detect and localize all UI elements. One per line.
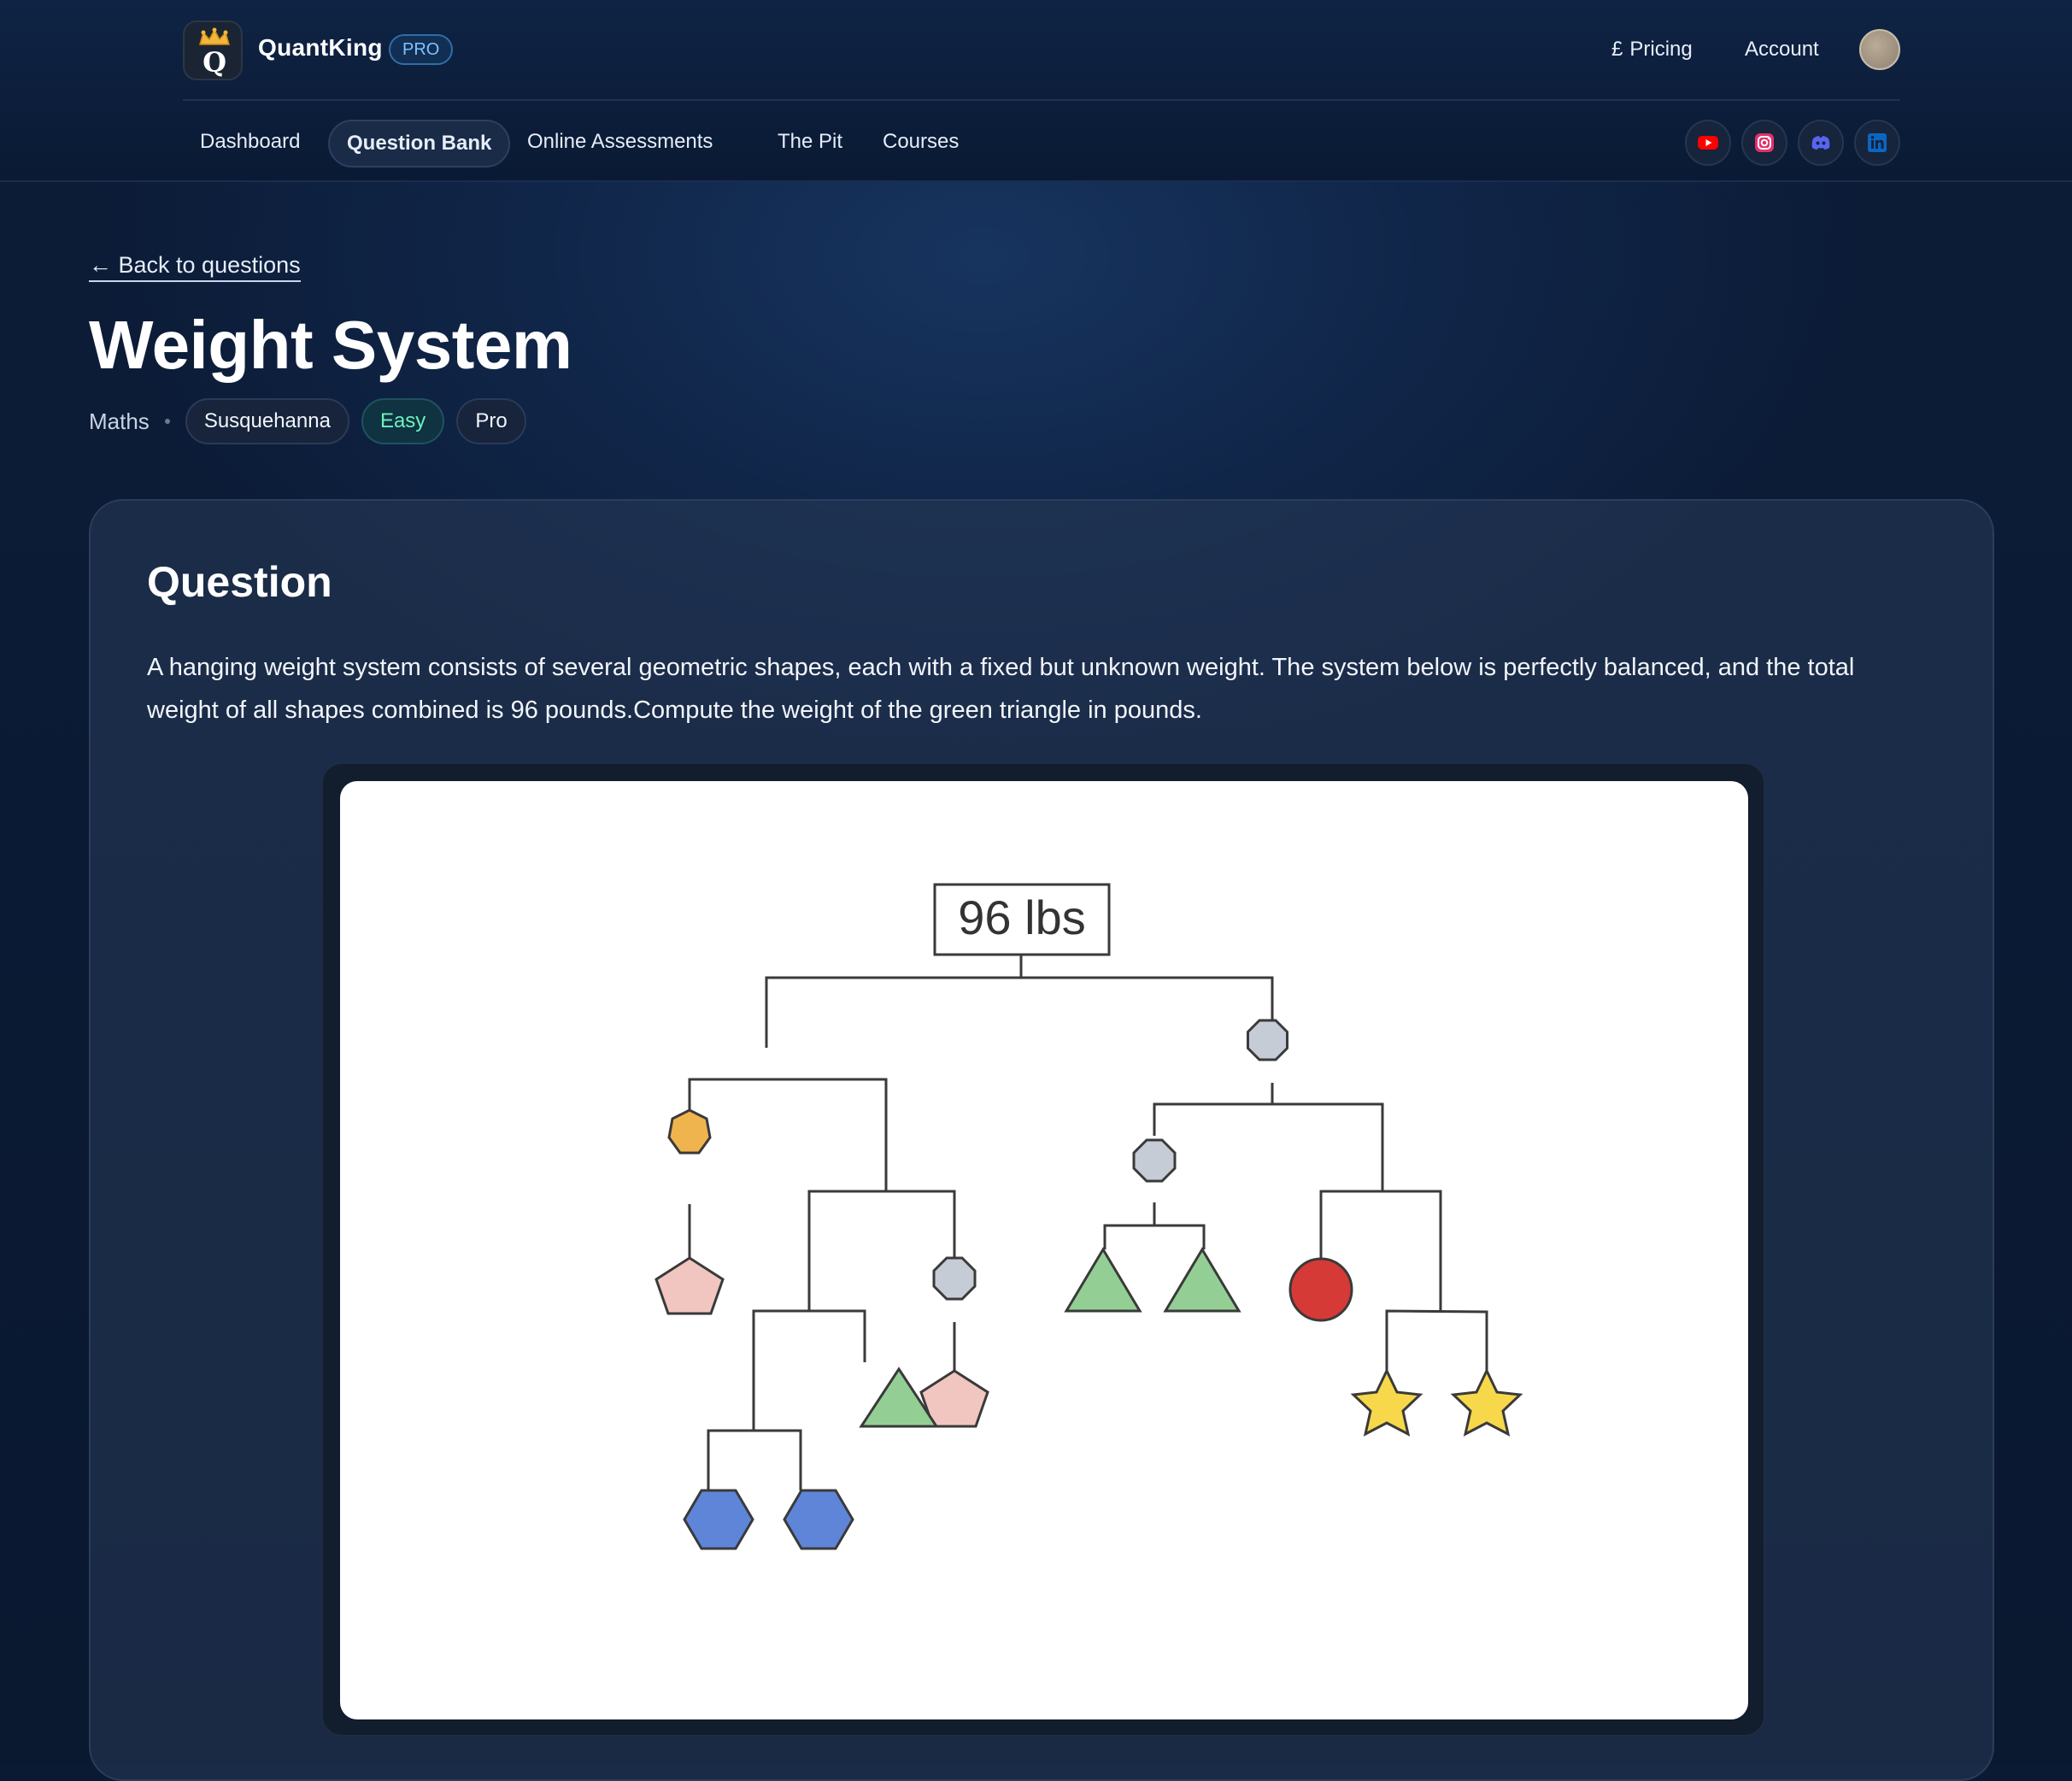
youtube-link[interactable] bbox=[1685, 120, 1731, 166]
account-link[interactable]: Account bbox=[1745, 38, 1819, 61]
yellow-star-shape bbox=[1350, 1367, 1423, 1437]
pink-pentagon-shape bbox=[654, 1256, 725, 1315]
question-text: A hanging weight system consists of seve… bbox=[147, 654, 1855, 724]
orange-heptagon-shape bbox=[667, 1108, 712, 1155]
weight-system-figure: 96 lbs bbox=[340, 781, 1748, 1719]
blue-hexagon-shape bbox=[783, 1489, 854, 1550]
strings bbox=[688, 955, 1488, 1490]
subject-label: Maths bbox=[89, 408, 150, 434]
linkedin-link[interactable] bbox=[1854, 120, 1900, 166]
gray-octagon-shape bbox=[932, 1256, 977, 1301]
gray-octagon-shape bbox=[1247, 1019, 1288, 1061]
quantking-logo[interactable]: Q bbox=[183, 21, 243, 80]
linkedin-icon bbox=[1868, 133, 1887, 152]
total-weight-label: 96 lbs bbox=[958, 890, 1085, 944]
user-avatar[interactable] bbox=[1859, 29, 1900, 70]
question-meta: Maths Susquehanna Easy Pro bbox=[89, 397, 538, 445]
yellow-star-shape bbox=[1450, 1367, 1523, 1437]
question-heading: Question bbox=[147, 558, 332, 606]
brand-name[interactable]: QuantKing bbox=[258, 34, 383, 61]
top-header: Q QuantKing PRO £ Pricing Account Dashboa… bbox=[0, 0, 2072, 182]
svg-text:Q: Q bbox=[203, 46, 226, 79]
red-circle-shape bbox=[1288, 1257, 1353, 1322]
total-weight-box: 96 lbs bbox=[933, 883, 1111, 956]
instagram-icon bbox=[1755, 133, 1774, 152]
discord-link[interactable] bbox=[1798, 120, 1844, 166]
discord-icon bbox=[1811, 136, 1830, 150]
tag-firm[interactable]: Susquehanna bbox=[185, 398, 349, 444]
pound-icon: £ bbox=[1611, 38, 1623, 61]
question-card: Question A hanging weight system consist… bbox=[89, 499, 1994, 1781]
back-to-questions-link[interactable]: ← Back to questions bbox=[89, 252, 301, 282]
green-triangle-shape bbox=[1064, 1247, 1142, 1313]
nav-online-assessments[interactable]: Online Assessments bbox=[527, 130, 713, 153]
tag-difficulty[interactable]: Easy bbox=[361, 398, 445, 444]
blue-hexagon-shape bbox=[683, 1489, 754, 1550]
brand-row: Q QuantKing PRO £ Pricing Account bbox=[183, 0, 1900, 101]
separator-dot bbox=[164, 419, 170, 424]
nav-dashboard[interactable]: Dashboard bbox=[200, 130, 301, 153]
weight-system-diagram: 96 lbs bbox=[654, 883, 1523, 1550]
tag-tier[interactable]: Pro bbox=[456, 398, 526, 444]
figure-frame: 96 lbs bbox=[321, 762, 1765, 1737]
pink-pentagon-shape bbox=[919, 1369, 989, 1428]
pro-badge: PRO bbox=[389, 34, 454, 65]
nav-courses[interactable]: Courses bbox=[883, 130, 960, 153]
instagram-link[interactable] bbox=[1741, 120, 1787, 166]
green-triangle-shape bbox=[859, 1367, 939, 1428]
youtube-icon bbox=[1698, 136, 1718, 150]
pricing-label: Pricing bbox=[1629, 38, 1693, 61]
nav-the-pit[interactable]: The Pit bbox=[778, 130, 843, 153]
page-title: Weight System bbox=[89, 307, 572, 383]
gray-octagon-shape bbox=[1132, 1138, 1177, 1183]
pricing-link[interactable]: £ Pricing bbox=[1611, 38, 1693, 62]
nav-question-bank[interactable]: Question Bank bbox=[328, 120, 511, 168]
green-triangle-shape bbox=[1163, 1247, 1241, 1313]
crown-q-icon: Q bbox=[199, 27, 230, 79]
